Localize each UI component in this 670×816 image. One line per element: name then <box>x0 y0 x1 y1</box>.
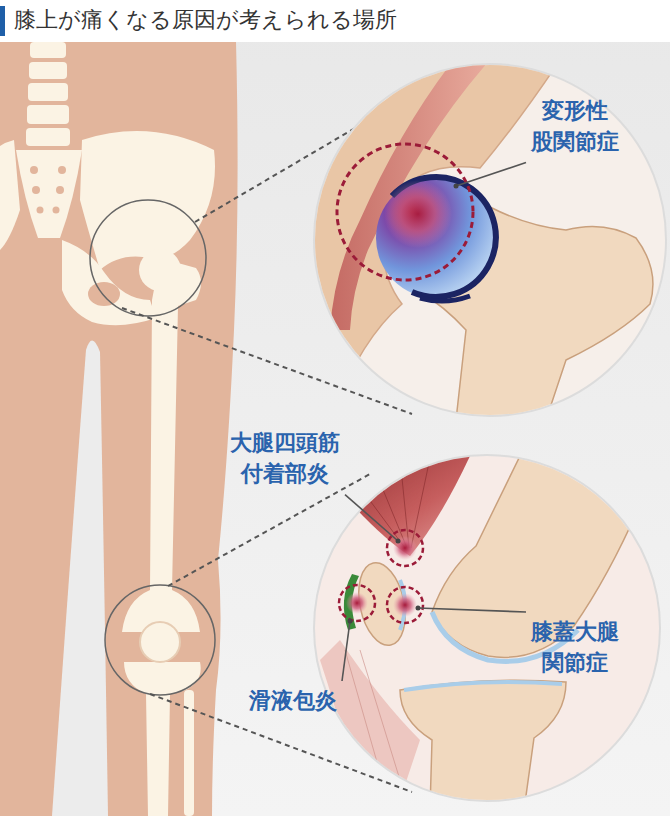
leader-line <box>456 163 526 186</box>
leader-dot <box>348 619 353 624</box>
leader-dot <box>396 539 401 544</box>
title: 膝上が痛くなる原因が考えられる場所 <box>14 5 397 35</box>
leader-dot <box>416 606 421 611</box>
leader-line <box>418 608 526 612</box>
leader-dot <box>454 184 459 189</box>
callout-label: 大腿四頭筋 付着部炎 <box>230 428 340 490</box>
leader-line <box>342 621 350 681</box>
callout-label: 変形性 股関節症 <box>531 96 619 158</box>
callout-label: 膝蓋大腿 関節症 <box>531 617 619 679</box>
leader-line <box>345 495 398 541</box>
callout-label: 滑液包炎 <box>249 686 337 717</box>
